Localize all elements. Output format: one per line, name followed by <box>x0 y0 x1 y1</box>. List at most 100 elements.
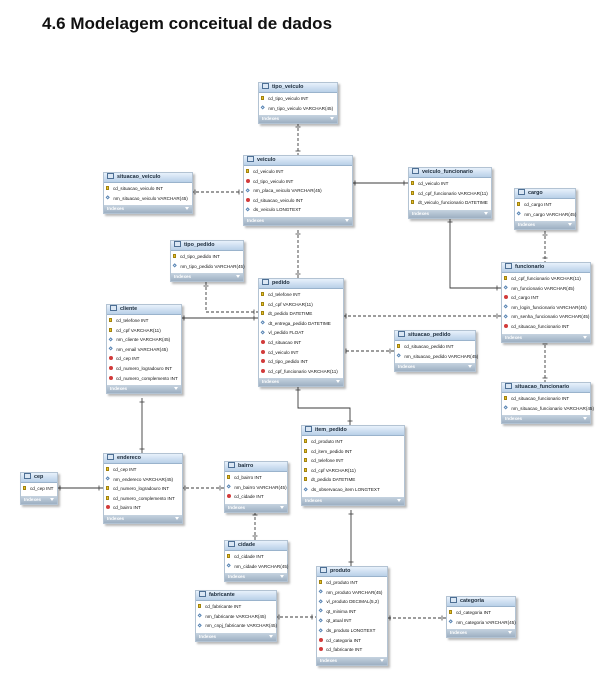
indexes-section[interactable]: Indexes <box>259 115 337 124</box>
table-column[interactable]: cd_cpf_funcionario VARCHAR(11) <box>409 189 491 199</box>
table-column[interactable]: cd_cpf VARCHAR(11) <box>302 466 404 476</box>
table-column[interactable]: cd_cep INT <box>107 354 181 364</box>
table-header[interactable]: endereco <box>104 454 182 464</box>
table-column[interactable]: nm_fabricante VARCHAR(45) <box>196 612 276 622</box>
table-column[interactable]: cd_numero_complemento INT <box>104 494 182 504</box>
chevron-down-icon[interactable] <box>468 365 472 369</box>
table-column[interactable]: nm_placa_veiculo VARCHAR(45) <box>244 186 352 196</box>
table-header[interactable]: situacao_funcionario <box>502 383 590 393</box>
table-column[interactable]: cd_cargo INT <box>502 293 590 303</box>
table-column[interactable]: cd_situacao INT <box>259 338 343 348</box>
chevron-down-icon[interactable] <box>397 498 401 502</box>
indexes-section[interactable]: Indexes <box>515 221 575 230</box>
table-column[interactable]: nm_cliente VARCHAR(45) <box>107 335 181 345</box>
table-column[interactable]: ds_veiculo LONGTEXT <box>244 205 352 215</box>
table-header[interactable]: cliente <box>107 305 181 315</box>
table-column[interactable]: cd_veiculo INT <box>259 348 343 358</box>
table-column[interactable]: cd_cargo INT <box>515 200 575 210</box>
table-column[interactable]: cd_fabricante INT <box>317 645 387 655</box>
table-column[interactable]: cd_categoria INT <box>447 608 515 618</box>
indexes-section[interactable]: Indexes <box>502 415 590 424</box>
table-header[interactable]: cep <box>21 473 57 483</box>
table-header[interactable]: produto <box>317 567 387 577</box>
table-header[interactable]: funcionario <box>502 263 590 273</box>
table-column[interactable]: cd_fabricante INT <box>196 602 276 612</box>
chevron-down-icon[interactable] <box>345 218 349 222</box>
table-header[interactable]: situacao_pedido <box>395 331 475 341</box>
table-header[interactable]: pedido <box>259 279 343 289</box>
table-column[interactable]: cd_cidade INT <box>225 552 287 562</box>
table-column[interactable]: nm_endereco VARCHAR(45) <box>104 475 182 485</box>
chevron-down-icon[interactable] <box>568 223 572 227</box>
table-column[interactable]: cd_telefone INT <box>259 290 343 300</box>
indexes-section[interactable]: Indexes <box>104 205 192 214</box>
table-header[interactable]: tipo_pedido <box>171 241 243 251</box>
table-column[interactable]: nm_tipo_pedido VARCHAR(45) <box>171 262 245 272</box>
chevron-down-icon[interactable] <box>484 211 488 215</box>
table-column[interactable]: qt_minima INT <box>317 607 387 617</box>
table-column[interactable]: cd_telefone INT <box>107 316 181 326</box>
table-column[interactable]: cd_tipo_veiculo INT <box>244 177 352 187</box>
chevron-down-icon[interactable] <box>174 387 178 391</box>
table-column[interactable]: nm_bairro VARCHAR(45) <box>225 483 287 493</box>
chevron-down-icon[interactable] <box>175 516 179 520</box>
indexes-section[interactable]: Indexes <box>259 378 343 387</box>
chevron-down-icon[interactable] <box>280 505 284 509</box>
indexes-section[interactable]: Indexes <box>104 514 182 523</box>
table-column[interactable]: cd_produto INT <box>302 437 404 447</box>
table-column[interactable]: nm_situacao_funcionario VARCHAR(45) <box>502 404 594 414</box>
table-column[interactable]: cd_tipo_pedido INT <box>171 252 243 262</box>
indexes-section[interactable]: Indexes <box>447 629 515 638</box>
table-column[interactable]: cd_veiculo INT <box>409 179 491 189</box>
table-column[interactable]: cd_cidade INT <box>225 492 287 502</box>
table-header[interactable]: veiculo <box>244 156 352 166</box>
table-column[interactable]: nm_senha_funcionario VARCHAR(45) <box>502 312 590 322</box>
table-column[interactable]: dt_veiculo_funcionario DATETIME <box>409 198 491 208</box>
indexes-section[interactable]: Indexes <box>302 496 404 505</box>
table-column[interactable]: cd_situacao_pedido INT <box>395 342 475 352</box>
table-column[interactable]: cd_telefone INT <box>302 456 404 466</box>
table-column[interactable]: cd_item_pedido INT <box>302 447 404 457</box>
table-column[interactable]: nm_produto VARCHAR(45) <box>317 588 387 598</box>
table-column[interactable]: vl_produto DECIMAL(5,2) <box>317 597 387 607</box>
table-column[interactable]: cd_numero_logradouro INT <box>104 484 182 494</box>
table-column[interactable]: nm_situacao_pedido VARCHAR(45) <box>395 352 478 362</box>
table-column[interactable]: cd_cpf VARCHAR(11) <box>259 300 343 310</box>
indexes-section[interactable]: Indexes <box>395 363 475 372</box>
table-column[interactable]: cd_situacao_funcionario INT <box>502 394 590 404</box>
chevron-down-icon[interactable] <box>330 117 334 121</box>
table-column[interactable]: cd_cpf_funcionario VARCHAR(11) <box>259 367 343 377</box>
table-column[interactable]: cd_situacao_veiculo INT <box>244 196 352 206</box>
table-column[interactable]: dt_pedido DATETIME <box>259 309 343 319</box>
table-column[interactable]: nm_cidade VARCHAR(45) <box>225 562 288 572</box>
chevron-down-icon[interactable] <box>583 417 587 421</box>
table-column[interactable]: cd_numero_logradouro INT <box>107 364 181 374</box>
indexes-section[interactable]: Indexes <box>107 385 181 394</box>
table-column[interactable]: cd_tipo_veiculo INT <box>259 94 337 104</box>
table-column[interactable]: cd_cpf_funcionario VARCHAR(11) <box>502 274 590 284</box>
indexes-section[interactable]: Indexes <box>21 495 57 504</box>
table-column[interactable]: nm_email VARCHAR(45) <box>107 345 181 355</box>
table-column[interactable]: cd_tipo_pedido INT <box>259 357 343 367</box>
table-column[interactable]: cd_categoria INT <box>317 636 387 646</box>
table-column[interactable]: nm_tipo_veiculo VARCHAR(45) <box>259 104 337 114</box>
table-column[interactable]: ds_produto LONGTEXT <box>317 626 387 636</box>
chevron-down-icon[interactable] <box>236 275 240 279</box>
table-header[interactable]: cargo <box>515 189 575 199</box>
table-column[interactable]: cd_situacao_funcionario INT <box>502 322 590 332</box>
indexes-section[interactable]: Indexes <box>409 209 491 218</box>
table-header[interactable]: situacao_veiculo <box>104 173 192 183</box>
